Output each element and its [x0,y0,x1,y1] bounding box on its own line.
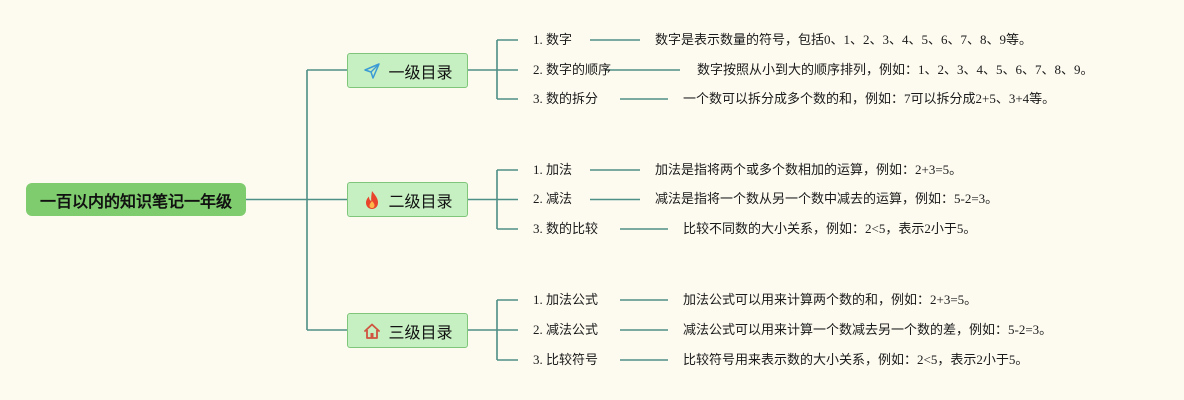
leaf-desc-1-2: 数字按照从小到大的顺序排列，例如：1、2、3、4、5、6、7、8、9。 [697,62,1094,77]
branch-3-connector [468,299,518,361]
branch-node-1[interactable]: 一级目录 [347,53,468,88]
branch-node-3[interactable]: 三级目录 [347,313,468,348]
branch-2-label: 二级目录 [388,193,453,211]
leaf-desc-1-1: 数字是表示数量的符号，包括0、1、2、3、4、5、6、7、8、9等。 [655,32,1033,47]
leaf-label-2-3[interactable]: 3. 数的比较 [533,221,599,236]
root-label: 一百以内的知识笔记一年级 [39,193,232,211]
leaf-label-3-3[interactable]: 3. 比较符号 [533,352,599,367]
leaf-desc-2-3: 比较不同数的大小关系，例如：2<5，表示2小于5。 [683,221,977,236]
branch-1-connector [468,39,518,100]
branch-node-2[interactable]: 二级目录 [347,182,468,217]
leaf-label-2-1[interactable]: 1. 加法 [533,162,573,177]
leaf-desc-3-3: 比较符号用来表示数的大小关系，例如：2<5，表示2小于5。 [683,352,1029,367]
root-node[interactable]: 一百以内的知识笔记一年级 [26,183,246,216]
branch-3-leaf-lines [620,299,668,361]
leaf-desc-3-1: 加法公式可以用来计算两个数的和，例如：2+3=5。 [683,292,978,307]
root-connector [246,69,347,331]
leaf-desc-1-3: 一个数可以拆分成多个数的和，例如：7可以拆分成2+5、3+4等。 [683,91,1056,106]
leaf-label-1-1[interactable]: 1. 数字 [533,32,573,47]
leaf-desc-2-1: 加法是指将两个或多个数相加的运算，例如：2+3=5。 [655,162,963,177]
home-icon [362,321,382,341]
leaf-desc-3-2: 减法公式可以用来计算一个数减去另一个数的差，例如：5-2=3。 [683,322,1053,337]
branch-1-leaf-lines [590,39,680,100]
leaf-label-3-2[interactable]: 2. 减法公式 [533,322,599,337]
leaf-label-2-2[interactable]: 2. 减法 [533,191,573,206]
leaf-desc-2-2: 减法是指将一个数从另一个数中减去的运算，例如：5-2=3。 [655,191,999,206]
branch-3-label: 三级目录 [388,324,453,342]
paper-plane-icon [362,61,382,81]
fire-icon [362,190,382,210]
branch-1-label: 一级目录 [388,64,453,82]
leaf-label-1-3[interactable]: 3. 数的拆分 [533,91,599,106]
leaf-label-1-2[interactable]: 2. 数字的顺序 [533,62,612,77]
branch-2-leaf-lines [590,169,668,230]
branch-2-connector [468,169,518,230]
leaf-label-3-1[interactable]: 1. 加法公式 [533,292,599,307]
